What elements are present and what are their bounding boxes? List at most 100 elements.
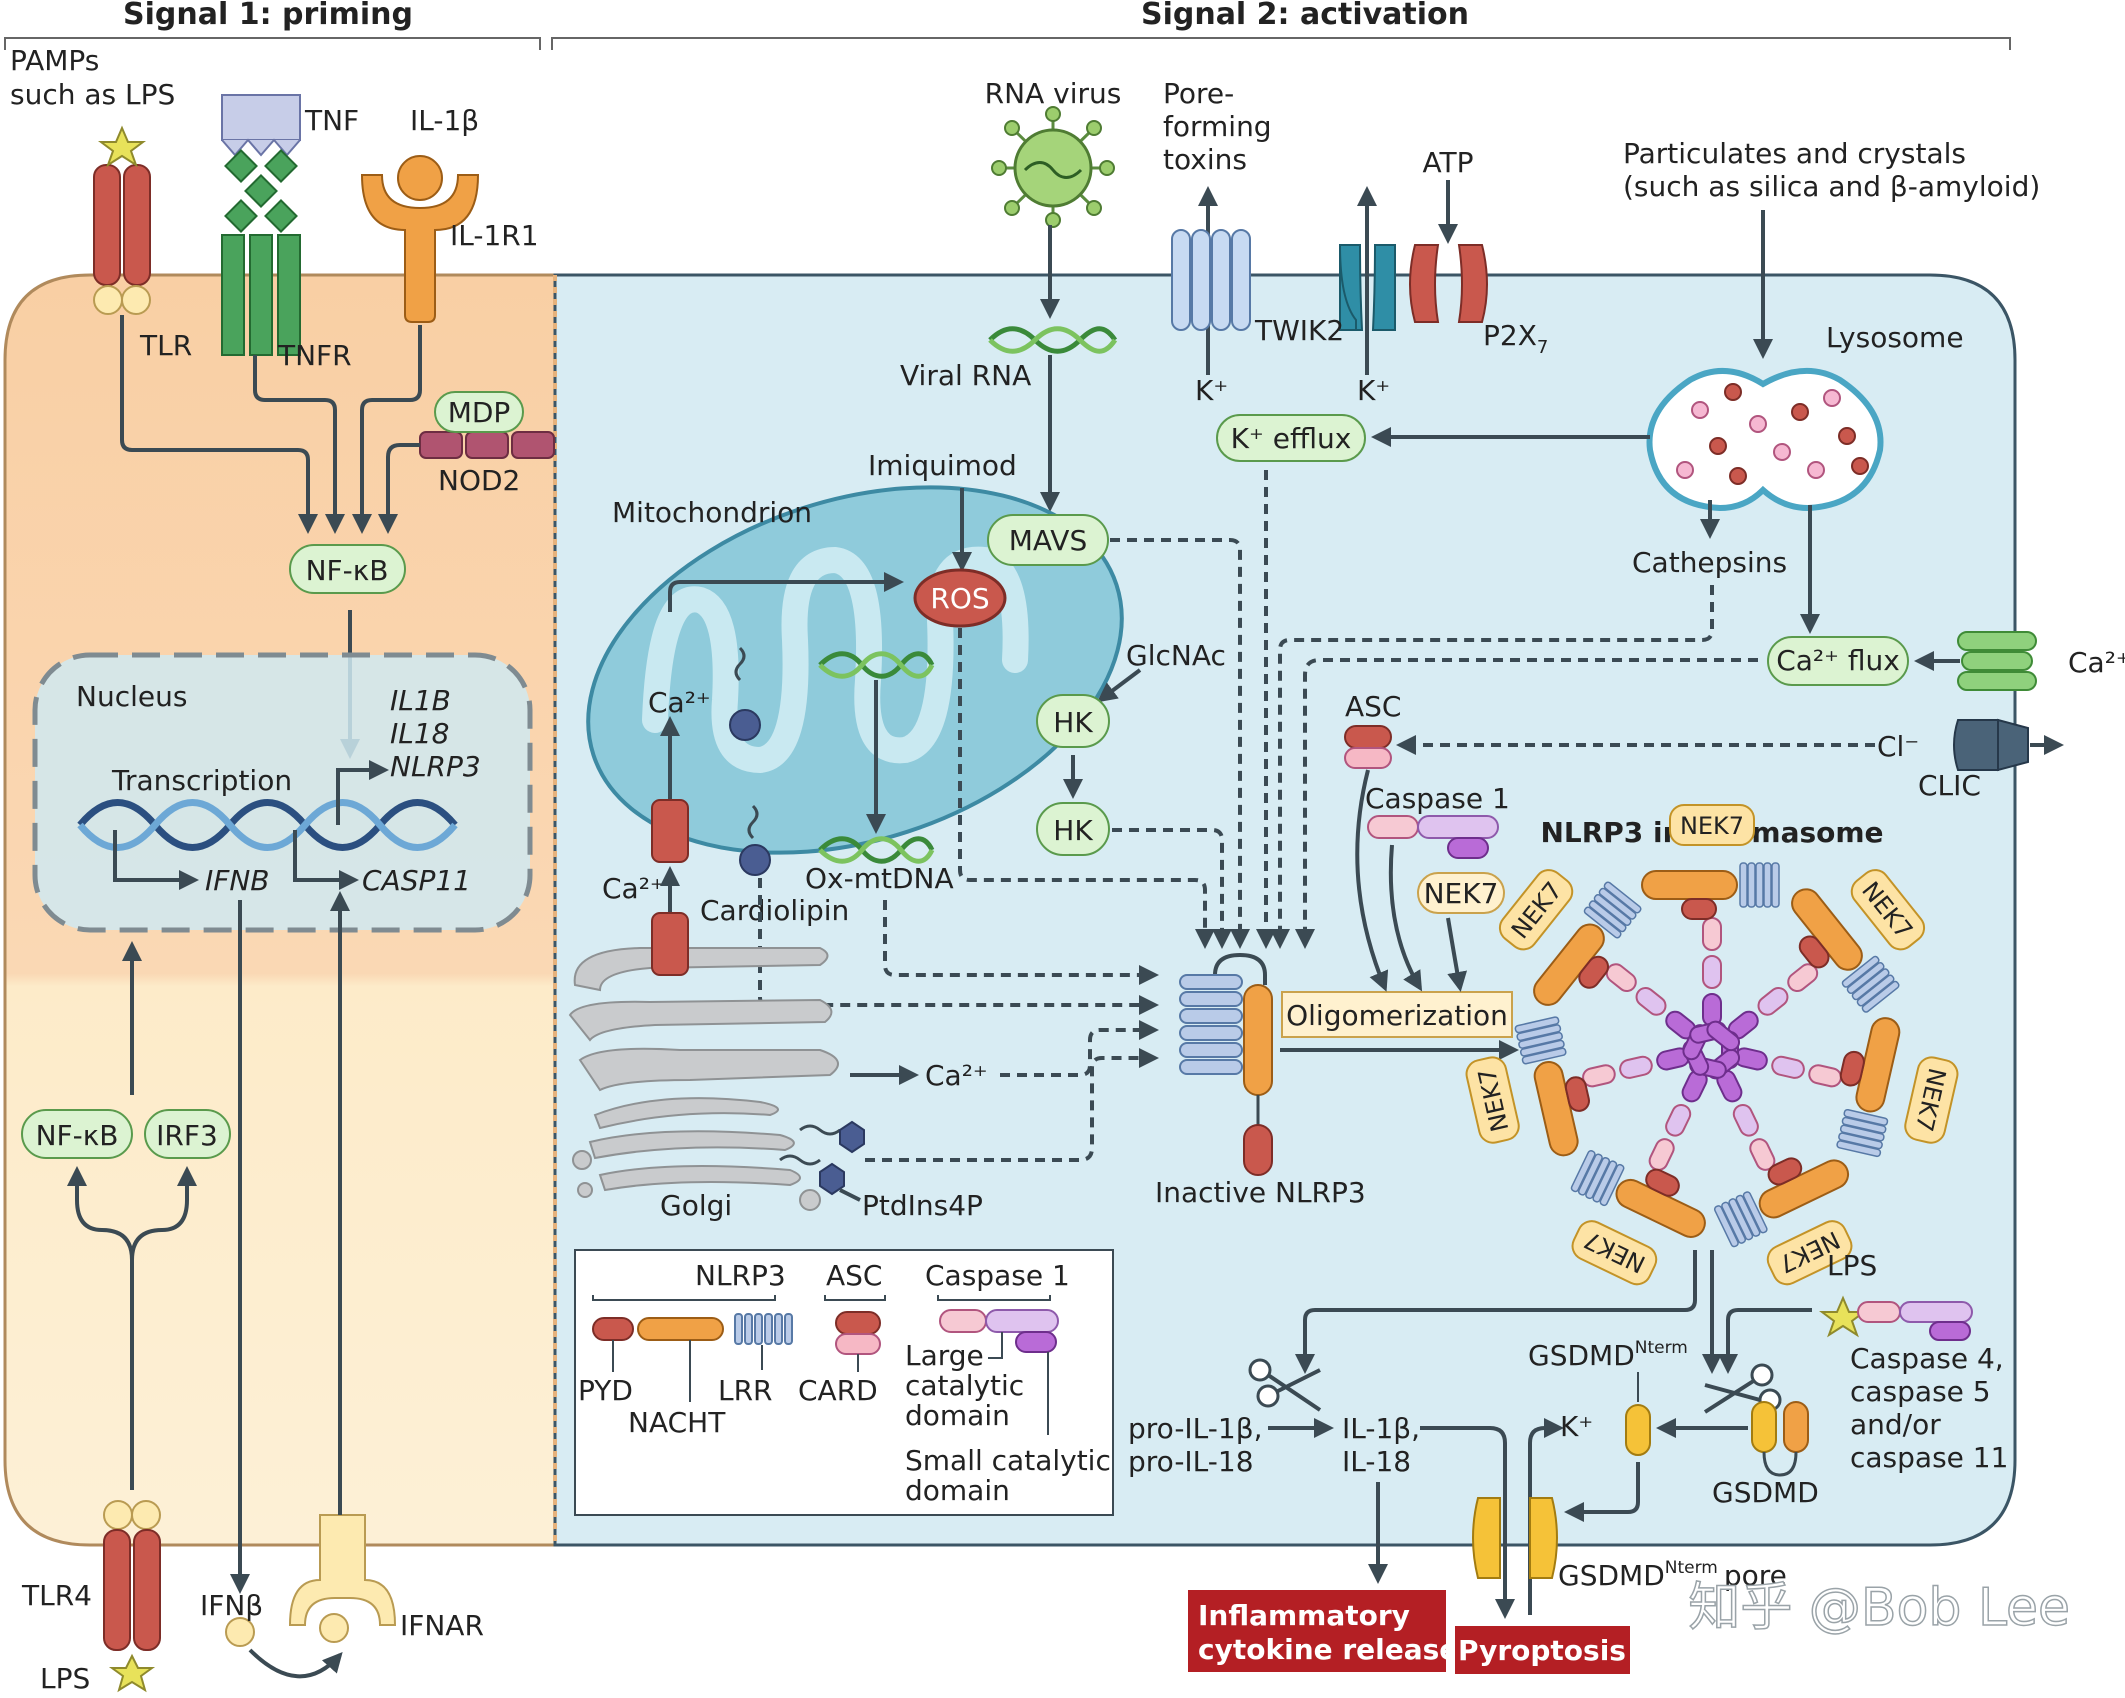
ptdins4p-icon <box>779 1120 865 1196</box>
ox-mtdna-label: Ox-mtDNA <box>805 862 954 895</box>
gsdmd-nterm-fragment <box>1625 1404 1651 1456</box>
ifnar-receptor <box>288 1514 397 1643</box>
caspase1-protein <box>1367 815 1499 859</box>
gene-il1b: IL1B <box>390 684 451 717</box>
irf3-pill <box>144 1109 231 1159</box>
legend-lrr-label: LRR <box>718 1374 773 1407</box>
inactive-nlrp3-label: Inactive NLRP3 <box>1155 1176 1366 1209</box>
oligomerization-box <box>1281 991 1513 1038</box>
cytokine-release-line-1: Inflammatory <box>1198 1599 1410 1632</box>
legend-asc-protein <box>835 1311 881 1355</box>
k-plus-label-1: K⁺ <box>1195 374 1228 407</box>
ca-out-label: Ca²⁺ <box>2068 646 2125 679</box>
ca-er-label: Ca²⁺ <box>602 872 665 905</box>
legend-large-cat-3: domain <box>905 1399 1010 1432</box>
caspase-line-3: and/or <box>1850 1408 1941 1441</box>
il-mature-line-2: IL-18 <box>1342 1445 1411 1478</box>
viral-rna-icon <box>988 326 1118 354</box>
legend-caspase1-protein <box>939 1309 1059 1353</box>
oligomerization-label: Oligomerization <box>1286 999 1508 1032</box>
cytokine-release-box <box>1188 1590 1446 1672</box>
ca-channel-er <box>651 912 689 976</box>
hk-pill-1 <box>1036 694 1110 748</box>
rna-virus-label: RNA virus <box>985 77 1122 110</box>
imiquimod-label: Imiquimod <box>868 449 1017 482</box>
lps-label-bottom-right: LPS <box>1827 1249 1877 1282</box>
legend-nacht-label: NACHT <box>628 1406 726 1439</box>
legend-pyd-label: PYD <box>578 1374 633 1407</box>
hk-label-1: HK <box>1053 706 1093 739</box>
inflammasome-spoke <box>1757 987 1789 1016</box>
cytokine-release-line-2: cytokine release <box>1198 1633 1458 1666</box>
il-mature-line-1: IL-1β, <box>1342 1412 1420 1445</box>
twik2-label: TWIK2 <box>1254 314 1344 347</box>
legend-asc-title: ASC <box>826 1259 882 1292</box>
signal2-title: Signal 2: activation <box>1141 0 1469 32</box>
gsdmd-nterm-label: GSDMDNterm <box>1528 1338 1688 1372</box>
nlrp3-subunit <box>1514 1016 1590 1157</box>
inflammasome-spoke <box>1732 1103 1759 1137</box>
cardiolipin-label: Cardiolipin <box>700 894 849 927</box>
legend-small-cat-2: domain <box>905 1474 1010 1507</box>
il1r1-label: IL-1R1 <box>450 219 539 252</box>
ifnb-protein-icon <box>225 1617 255 1647</box>
lps-star-bottom-icon <box>108 1653 156 1693</box>
pore-toxins-label-1: Pore- <box>1163 77 1234 110</box>
gene-nlrp3: NLRP3 <box>390 750 481 783</box>
gene-ifnb: IFNB <box>205 864 270 897</box>
glcnac-label: GlcNAc <box>1126 639 1226 672</box>
inflammasome-spoke <box>1665 1103 1692 1137</box>
inflammasome-spoke <box>1771 1055 1805 1079</box>
gene-il18: IL18 <box>390 717 450 750</box>
scissors-icon-1 <box>1248 1358 1322 1412</box>
nlrp3-subunit <box>1791 888 1900 1013</box>
k-plus-bottom-label: K⁺ <box>1560 1410 1593 1443</box>
legend-small-cat-1: Small catalytic <box>905 1444 1111 1477</box>
gsdmd-protein <box>1751 1401 1809 1477</box>
inflammasome-spoke <box>1702 917 1722 951</box>
nfkb2-pill <box>21 1109 133 1159</box>
nlrp3-subunit <box>1713 1157 1850 1248</box>
k-efflux-pill <box>1216 414 1366 462</box>
tnfr-receptor <box>221 94 301 356</box>
ca-mito-label: Ca²⁺ <box>648 686 711 719</box>
pro-il-line-2: pro-IL-18 <box>1128 1445 1254 1478</box>
p2x7-label: P2X7 <box>1483 319 1548 358</box>
caspase-line-2: caspase 5 <box>1850 1375 1991 1408</box>
endoplasmic-reticulum <box>568 947 839 1092</box>
nfkb2-label: NF-κB <box>36 1119 119 1152</box>
asc-label: ASC <box>1345 690 1401 723</box>
inflammasome-spoke <box>1635 987 1667 1016</box>
il1b-label: IL-1β <box>410 104 479 137</box>
legend-nlrp3-title: NLRP3 <box>695 1259 786 1292</box>
nek7-label: NEK7 <box>1424 877 1499 910</box>
mtdna-icon-1 <box>818 651 935 679</box>
caspase1-label: Caspase 1 <box>1365 782 1510 815</box>
dna-helix-icon <box>77 799 458 851</box>
lps-bottom-label: LPS <box>40 1662 90 1694</box>
nek7-ring-label: NEK7 <box>1680 812 1744 840</box>
nek7-pill <box>1417 872 1505 914</box>
hk-label-2: HK <box>1053 814 1093 847</box>
pore-toxins-label-3: toxins <box>1163 143 1247 176</box>
tnfr-label: TNFR <box>277 339 352 372</box>
nlrp3-subunit <box>1533 881 1642 1006</box>
lysosome-label: Lysosome <box>1826 321 1964 354</box>
inactive-nlrp3 <box>1179 952 1273 1176</box>
mitochondrion-label: Mitochondrion <box>612 496 812 529</box>
ptdins4p-label: PtdIns4P <box>862 1189 983 1222</box>
legend-card-label: CARD <box>798 1374 878 1407</box>
legend-large-cat-1: Large <box>905 1339 984 1372</box>
legend-caspase1-title: Caspase 1 <box>925 1259 1070 1292</box>
ifnar-label: IFNAR <box>400 1609 484 1642</box>
tnf-label: TNF <box>304 104 359 137</box>
mavs-pill <box>987 514 1109 566</box>
mavs-label: MAVS <box>1009 524 1087 557</box>
tlr-receptor <box>93 125 151 315</box>
pamps-label: PAMPs <box>10 44 99 77</box>
atp-label: ATP <box>1423 146 1474 179</box>
lps-star-icon <box>98 125 146 168</box>
particulates-label-2: (such as silica and β-amyloid) <box>1623 170 2040 203</box>
